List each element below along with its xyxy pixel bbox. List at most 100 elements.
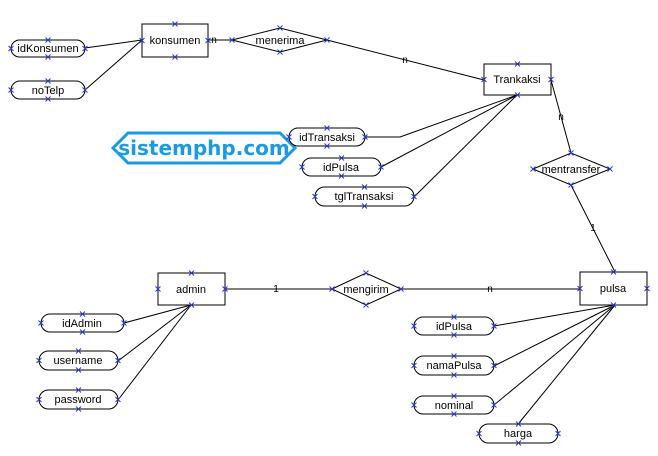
attribute-tgltransaksi[interactable]: tglTransaksi <box>314 186 415 207</box>
line-idtransaksi-trankaksi-b <box>399 94 518 138</box>
handle-x-icon <box>222 286 228 292</box>
entity-pulsa[interactable]: pulsa <box>579 271 648 306</box>
handle-x-icon <box>324 125 330 131</box>
cardinality-mengirim-pulsa: n <box>487 284 493 295</box>
cardinality-trankaksi-mentransfer: n <box>558 112 564 123</box>
watermark-text: sistemphp.com <box>118 136 290 160</box>
handle-x-icon <box>476 430 482 437</box>
attribute-idtransaksi[interactable]: idTransaksi <box>288 127 366 147</box>
line-menerima-trankaksi <box>326 39 485 81</box>
handle-x-icon <box>411 193 417 200</box>
handle-x-icon <box>79 311 86 317</box>
attribute-idadmin[interactable]: idAdmin <box>40 313 125 333</box>
cardinality-konsumen-menerima: n <box>211 35 217 46</box>
attribute-idkonsumen[interactable]: idKonsumen <box>10 39 86 58</box>
line-idadmin-admin <box>123 304 192 324</box>
handle-x-icon <box>362 134 368 140</box>
attribute-idadmin-label: idAdmin <box>62 318 102 330</box>
entity-trankaksi-label: Trankaksi <box>493 74 540 86</box>
attribute-username[interactable]: username <box>38 350 119 371</box>
handle-x-icon <box>36 357 42 364</box>
handle-x-icon <box>363 270 369 276</box>
attribute-nominal[interactable]: nominal <box>413 395 495 415</box>
handle-x-icon <box>188 302 195 308</box>
handle-x-icon <box>451 332 457 338</box>
handle-x-icon <box>514 61 521 67</box>
handle-x-icon <box>75 367 82 373</box>
handle-x-icon <box>205 37 211 44</box>
attribute-idpulsa-pulsa[interactable]: idPulsa <box>413 316 495 336</box>
entity-admin[interactable]: admin <box>157 272 226 306</box>
attribute-notelp[interactable]: noTelp <box>10 80 86 100</box>
line-idpulsa-pulsa <box>493 304 616 327</box>
attribute-idpulsa-transaksi[interactable]: idPulsa <box>301 157 382 177</box>
attribute-idtransaksi-label: idTransaksi <box>299 132 355 144</box>
handle-x-icon <box>121 320 127 326</box>
cardinality-labels: n n n 1 1 n <box>211 35 596 295</box>
handle-x-icon <box>8 87 14 93</box>
attribute-tgltransaksi-label: tglTransaksi <box>335 191 394 203</box>
handle-x-icon <box>451 353 457 359</box>
handle-x-icon <box>45 96 51 102</box>
attribute-namapulsa-label: namaPulsa <box>426 360 482 372</box>
handle-x-icon <box>329 286 335 292</box>
handle-x-icon <box>79 329 86 335</box>
handle-x-icon <box>229 37 235 43</box>
handle-x-icon <box>491 402 497 408</box>
handle-x-icon <box>286 134 292 140</box>
line-nominal-pulsa <box>493 304 616 406</box>
line-harga-pulsa <box>518 304 616 424</box>
entity-trankaksi[interactable]: Trankaksi <box>483 63 552 96</box>
handle-x-icon <box>515 440 522 446</box>
watermark-logo: sistemphp.com <box>110 131 298 165</box>
handle-x-icon <box>515 421 522 427</box>
entity-konsumen-label: konsumen <box>150 35 201 47</box>
handle-x-icon <box>324 37 330 43</box>
cardinality-menerima-trankaksi: n <box>402 55 408 66</box>
handle-x-icon <box>644 285 650 292</box>
handle-x-icon <box>491 323 497 329</box>
handle-x-icon <box>75 348 82 354</box>
entity-konsumen[interactable]: konsumen <box>141 23 209 58</box>
attribute-password[interactable]: password <box>38 389 119 410</box>
relationship-mengirim-label: mengirim <box>343 284 388 296</box>
handle-x-icon <box>75 406 82 412</box>
entity-pulsa-label: pulsa <box>600 283 627 295</box>
line-idkonsumen-konsumen <box>84 39 143 49</box>
attribute-idpulsa-pulsa-label: idPulsa <box>436 321 473 333</box>
attribute-harga-label: harga <box>504 428 533 440</box>
attribute-notelp-label: noTelp <box>32 85 64 97</box>
handle-x-icon <box>530 166 536 172</box>
cardinality-admin-mengirim: 1 <box>273 284 279 295</box>
handle-x-icon <box>139 37 145 44</box>
handle-x-icon <box>555 430 561 437</box>
handle-x-icon <box>155 286 161 292</box>
handle-x-icon <box>568 150 574 156</box>
handle-x-icon <box>45 54 51 60</box>
handle-x-icon <box>75 387 82 393</box>
handle-x-icon <box>548 76 554 83</box>
relationship-mentransfer-label: mentransfer <box>542 164 601 176</box>
handle-x-icon <box>491 362 497 369</box>
handle-x-icon <box>324 143 330 149</box>
handle-x-icon <box>45 78 51 84</box>
handle-x-icon <box>115 396 121 403</box>
handle-x-icon <box>312 193 318 200</box>
line-mentransfer-pulsa <box>570 184 616 273</box>
handle-x-icon <box>514 92 521 98</box>
relationship-mengirim[interactable]: mengirim <box>330 272 403 306</box>
relationship-menerima[interactable]: menerima <box>231 27 328 53</box>
line-password-admin <box>117 304 192 401</box>
handle-x-icon <box>451 411 457 417</box>
handle-x-icon <box>610 269 617 275</box>
line-username-admin <box>117 304 192 362</box>
handle-x-icon <box>411 402 417 408</box>
relationship-mentransfer[interactable]: mentransfer <box>531 152 612 186</box>
attribute-nominal-label: nominal <box>435 400 474 412</box>
handle-x-icon <box>82 87 88 93</box>
attribute-namapulsa[interactable]: namaPulsa <box>413 355 495 376</box>
relationship-menerima-label: menerima <box>256 35 306 47</box>
attribute-harga[interactable]: harga <box>478 423 559 444</box>
handle-x-icon <box>411 362 417 369</box>
